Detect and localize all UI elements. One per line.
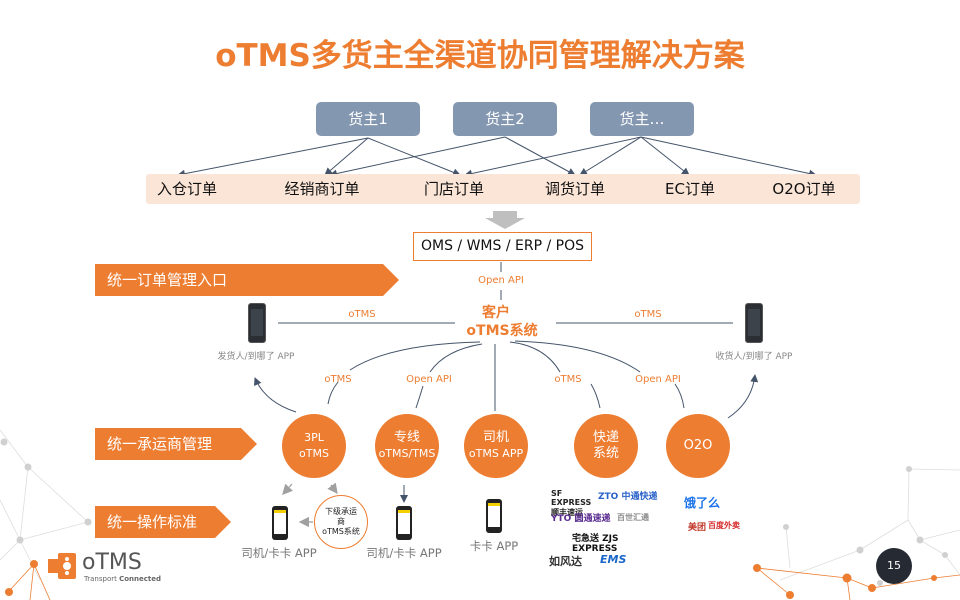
logo-yto: YTO 圆通速递	[551, 514, 611, 524]
carrier-special-line-line1: 专线	[393, 430, 420, 445]
page-title: oTMS多货主全渠道协同管理解决方案	[215, 38, 745, 74]
edge-label-express: oTMS	[554, 374, 582, 385]
carrier-express: 快递 系统	[574, 414, 638, 478]
logo-sf-express: SF EXPRESS 顺丰速运	[551, 489, 592, 517]
carrier-3pl: 3PL oTMS	[282, 414, 346, 478]
open-api-label: Open API	[478, 275, 524, 286]
receiver-phone-icon	[745, 303, 763, 343]
sub-carrier-line2: 商	[336, 517, 345, 526]
logo-baidu-waimai: 百度外卖	[708, 521, 740, 530]
hub-line1: 客户	[482, 305, 510, 321]
logo-meituan: 美团	[688, 523, 707, 533]
logo-rufengda: 如风达	[549, 555, 582, 568]
sub-carrier-line1: 下级承运	[324, 507, 357, 516]
logo-ems: EMS	[600, 553, 627, 566]
carrier-o2o: O2O	[666, 414, 730, 478]
sub-carrier-line3: oTMS系统	[322, 527, 360, 536]
carrier-express-line1: 快递	[592, 430, 619, 445]
carrier-driver-line1: 司机	[482, 430, 509, 445]
receiver-app-label: 收货人/到哪了 APP	[715, 352, 793, 362]
driver-phone-icon-1	[272, 506, 288, 540]
carrier-driver-line2: oTMS APP	[468, 447, 524, 460]
driver-phone-icon-2	[396, 506, 412, 540]
brand-mark-icon	[48, 553, 76, 579]
driver-app-label-1: 司机/卡卡 APP	[241, 546, 317, 560]
hub-line2: oTMS系统	[466, 323, 538, 339]
logo-eleme: 饿了么	[684, 496, 721, 510]
order-types-band	[146, 174, 860, 204]
carrier-3pl-line1: 3PL	[304, 431, 324, 444]
brand-tagline-bold: Connected	[119, 575, 162, 583]
owner-2: 货主2	[453, 102, 557, 136]
edge-label-3pl: oTMS	[324, 374, 352, 385]
order-type-store: 门店订单	[423, 180, 484, 198]
order-type-o2o: O2O订单	[772, 180, 836, 198]
order-type-ec: EC订单	[665, 180, 715, 198]
brand-name: oTMS	[82, 550, 142, 575]
logo-best-express: 百世汇通	[617, 513, 649, 522]
brand-tagline-light: Transport	[84, 575, 117, 583]
sender-phone-icon	[248, 303, 266, 343]
carrier-special-line: 专线 oTMS/TMS	[375, 414, 439, 478]
carrier-o2o-line1: O2O	[683, 438, 713, 453]
systems-box: OMS / WMS / ERP / POS	[413, 232, 592, 261]
owner-more: 货主…	[590, 102, 694, 136]
edge-label-right-app: oTMS	[634, 309, 662, 320]
edge-label-left-app: oTMS	[348, 309, 376, 320]
band-carrier-management: 统一承运商管理	[95, 428, 257, 460]
driver-app-label-2: 司机/卡卡 APP	[366, 546, 442, 560]
logo-zjs: 宅急送 ZJS EXPRESS	[572, 534, 619, 554]
order-type-distributor: 经销商订单	[284, 180, 360, 198]
band-operation-standard: 统一操作标准	[95, 506, 231, 538]
brand-tagline: Transport Connected	[84, 575, 161, 583]
carrier-special-line-line2: oTMS/TMS	[378, 447, 436, 460]
driver-app-label-3: 卡卡 APP	[469, 539, 519, 553]
driver-phone-icon-3	[486, 499, 502, 533]
brand-logo	[48, 553, 76, 579]
order-type-transfer: 调货订单	[544, 180, 605, 198]
edge-label-o2o: Open API	[635, 374, 681, 385]
carrier-express-line2: 系统	[592, 446, 619, 461]
edge-label-special-line: Open API	[406, 374, 452, 385]
band-order-entry: 统一订单管理入口	[95, 264, 399, 296]
logo-zto: ZTO 中通快递	[598, 492, 658, 502]
order-type-warehouse: 入仓订单	[156, 180, 217, 198]
page-number-badge: 15	[876, 548, 912, 584]
sub-carrier-circle: 下级承运 商 oTMS系统	[314, 495, 368, 549]
sender-app-label: 发货人/到哪了 APP	[217, 352, 295, 362]
carrier-driver: 司机 oTMS APP	[464, 414, 528, 478]
carrier-3pl-line2: oTMS	[299, 447, 329, 460]
owner-1: 货主1	[316, 102, 420, 136]
